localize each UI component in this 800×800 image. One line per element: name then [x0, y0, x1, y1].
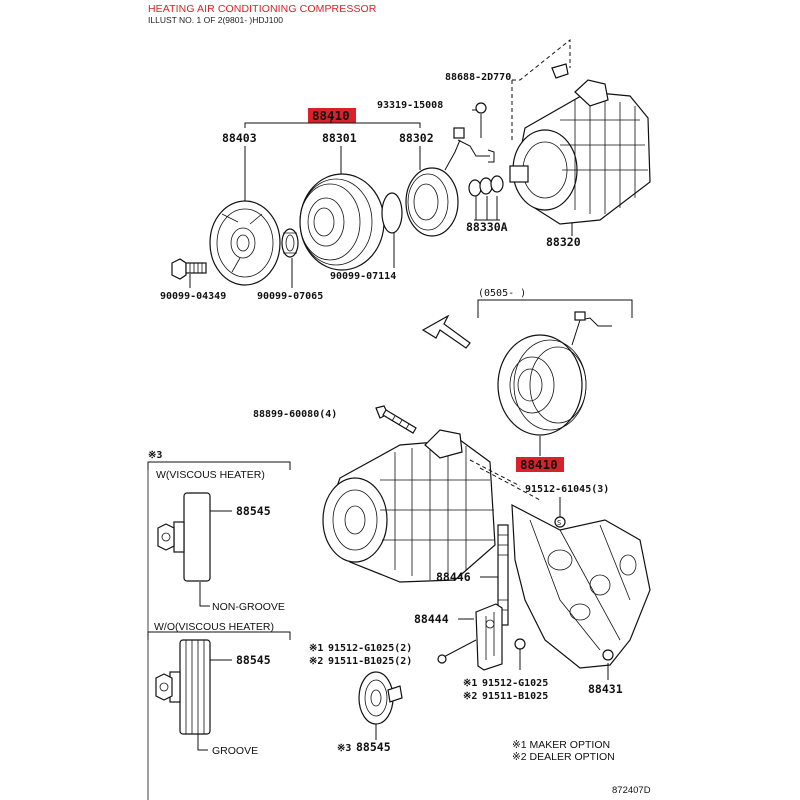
wo-viscous-bracket [147, 631, 291, 640]
part-90099-04349-bolt-icon[interactable] [171, 258, 207, 280]
assembly-dashed-lines [469, 459, 541, 501]
part-88410-top-highlight [308, 108, 356, 123]
part-90099-07114-snap-ring-icon[interactable] [381, 192, 403, 234]
part-88431-label[interactable]: 88431 [588, 682, 623, 696]
part-91512-61045-label[interactable]: 91512-61045(3) [525, 484, 609, 495]
part-88688-bracket-icon[interactable] [551, 63, 569, 79]
diagram-subtitle: ILLUST NO. 1 OF 2(9801- )HDJ100 [148, 15, 283, 25]
part-88410-bracket [244, 118, 421, 128]
part-90099-04349-label[interactable]: 90099-04349 [160, 291, 226, 302]
leader-non-groove [199, 582, 210, 607]
date-range-bracket [477, 299, 633, 318]
part-93319-label[interactable]: 93319-15008 [377, 100, 443, 111]
groove-label: GROOVE [212, 745, 258, 757]
note-marker-2b: ※2 [463, 691, 477, 702]
part-88410-top-label[interactable]: 88410 [312, 108, 350, 123]
part-88545-w-viscous-label[interactable]: 88545 [236, 504, 271, 518]
bolt-symbol: S [557, 519, 561, 527]
part-91512-61045-bolt-icon [554, 516, 566, 528]
part-88410-clutch-assembly-icon[interactable] [497, 311, 612, 436]
part-88330a-shims-icon[interactable] [468, 175, 504, 197]
part-88545-wo-viscous-label[interactable]: 88545 [236, 653, 271, 667]
part-93319-bolt-icon [475, 102, 487, 114]
note-marker-3b: ※3 [337, 743, 351, 754]
date-range-label: (0505- ) [478, 288, 526, 299]
part-90099-07065-label[interactable]: 90099-07065 [257, 291, 323, 302]
part-88410-mid-highlight [516, 457, 564, 472]
part-91512-g1025-bolt-icon [514, 638, 526, 650]
part-88410-mid-label[interactable]: 88410 [520, 457, 558, 472]
part-88899-bolt-icon[interactable] [375, 405, 417, 434]
part-88330a-label[interactable]: 88330A [466, 220, 508, 234]
part-88545-w-viscous-idler-icon[interactable] [157, 492, 211, 582]
part-91512-g1025-2-label[interactable]: 91512-G1025(2) [328, 643, 412, 654]
illustration-reference-code: 872407D [612, 785, 651, 796]
part-88446-label[interactable]: 88446 [436, 570, 471, 584]
part-88446-stud-icon[interactable] [497, 524, 509, 626]
leader-groove [197, 734, 208, 751]
note-marker-3-top: ※3 [148, 450, 162, 461]
w-viscous-bracket [147, 461, 291, 470]
part-88403-pressure-plate-icon[interactable] [209, 200, 281, 286]
direction-arrow-icon [421, 314, 471, 349]
leader-88330a [474, 196, 500, 221]
note-marker-2a: ※2 [309, 656, 323, 667]
part-91511-b1025-2-label[interactable]: 91511-B1025(2) [328, 656, 412, 667]
part-88302-field-coil-icon[interactable] [405, 127, 495, 237]
part-88320-label[interactable]: 88320 [546, 235, 581, 249]
part-88431-bracket-icon[interactable] [511, 503, 651, 669]
note-marker-1a: ※1 [309, 643, 323, 654]
leader-88688-dashed [511, 38, 571, 140]
note-marker-1b: ※1 [463, 678, 477, 689]
dealer-option-note: ※2 DEALER OPTION [512, 751, 615, 763]
part-88444-adjusting-bar-icon[interactable] [475, 603, 503, 671]
part-88320-compressor-icon[interactable] [509, 79, 651, 225]
part-88431-bolt-icon [602, 649, 614, 661]
part-88545-wo-viscous-idler-icon[interactable] [155, 639, 211, 735]
part-compressor-lower-icon [322, 429, 496, 583]
part-88302-label[interactable]: 88302 [399, 131, 434, 145]
part-88444-label[interactable]: 88444 [414, 612, 449, 626]
part-90099-07114-label[interactable]: 90099-07114 [330, 271, 396, 282]
maker-option-note: ※1 MAKER OPTION [512, 739, 610, 751]
part-88545-bottom-idler-icon[interactable] [358, 671, 403, 725]
part-88899-label[interactable]: 88899-60080(4) [253, 409, 337, 420]
part-90099-07065-shim-icon[interactable] [281, 228, 299, 258]
part-91511-b1025-label[interactable]: 91511-B1025 [482, 691, 548, 702]
part-88403-label[interactable]: 88403 [222, 131, 257, 145]
wo-viscous-heater-label: W/O(VISCOUS HEATER) [154, 621, 274, 633]
part-88301-pulley-icon[interactable] [299, 173, 385, 271]
part-88688-label[interactable]: 88688-2D770 [445, 72, 511, 83]
part-88301-label[interactable]: 88301 [322, 131, 357, 145]
w-viscous-heater-label: W(VISCOUS HEATER) [156, 469, 265, 481]
part-88545-bottom-label[interactable]: 88545 [356, 740, 391, 754]
part-91512-g1025-2-bolt-icon [437, 654, 447, 664]
diagram-title: HEATING AIR CONDITIONING COMPRESSOR [148, 3, 377, 15]
part-91512-g1025-label[interactable]: 91512-G1025 [482, 678, 548, 689]
non-groove-label: NON-GROOVE [212, 601, 285, 613]
